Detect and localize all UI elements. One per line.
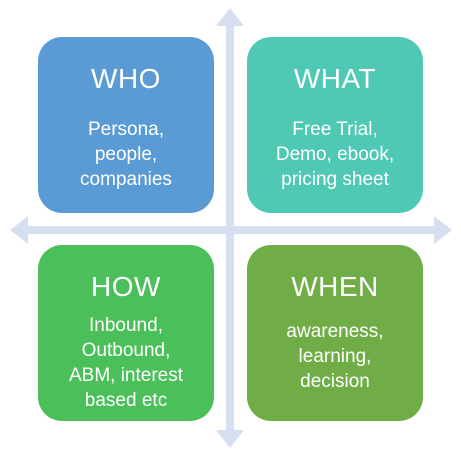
how-quadrant: HOW Inbound, Outbound, ABM, interest bas… [38, 245, 214, 421]
up-arrow-head [216, 8, 244, 26]
how-title: HOW [91, 271, 161, 302]
when-body: awareness, learning, decision [286, 321, 384, 392]
right-arrow-head [434, 216, 452, 244]
who-title: WHO [91, 63, 161, 94]
what-body: Free Trial, Demo, ebook, pricing sheet [275, 119, 395, 190]
horizontal-axis-line [26, 226, 436, 234]
what-title: WHAT [293, 63, 377, 94]
when-title: WHEN [291, 271, 379, 302]
how-body: Inbound, Outbound, ABM, interest based e… [68, 315, 184, 411]
down-arrow-head [216, 430, 244, 448]
what-quadrant: WHAT Free Trial, Demo, ebook, pricing sh… [247, 37, 423, 213]
when-quadrant: WHEN awareness, learning, decision [247, 245, 423, 421]
left-arrow-head [10, 216, 28, 244]
who-body: Persona, people, companies [80, 119, 172, 190]
who-quadrant: WHO Persona, people, companies [38, 37, 214, 213]
